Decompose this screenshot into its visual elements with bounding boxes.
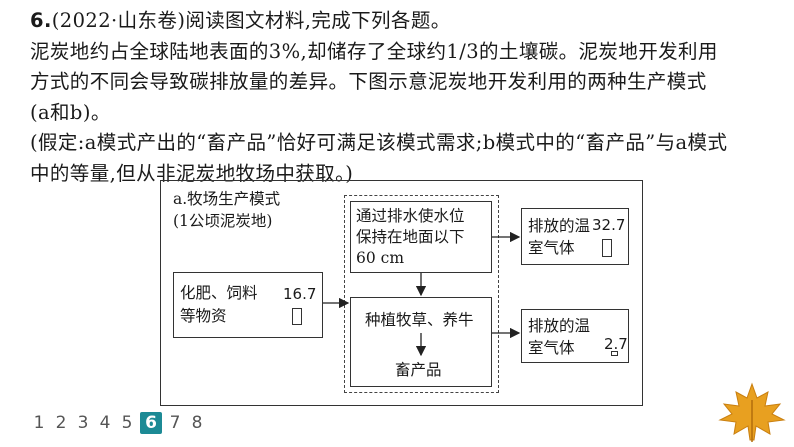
input-box-line: 化肥、饲料 [180,284,258,302]
diagram-subtitle: (1公顷泥炭地) [173,212,273,230]
drain-box-line: 通过排水使水位 [356,207,465,225]
page-link-1[interactable]: 1 [33,413,45,433]
drain-box-line: 60 cm [356,249,405,267]
question-line: (假定:a模式产出的“畜产品”恰好可满足该模式需求;b模式中的“畜产品”与a模式 [30,131,728,154]
page-link-6-active[interactable]: 6 [140,412,162,434]
page-link-8[interactable]: 8 [191,413,203,433]
farm-box-line: 种植牧草、养牛 [365,311,474,329]
emission-top-line: 室气体 [528,239,575,257]
emission-bottom-line: 排放的温 [528,317,591,335]
emission-bottom-value: 2.7 [604,335,628,353]
emission-box-bottom: 排放的温 室气体 2.7 [521,309,629,363]
diagram-title: a.牧场生产模式 [173,190,281,208]
answer-blank [611,351,618,356]
question-text: 6.(2022·山东卷)阅读图文材料,完成下列各题。 泥炭地约占全球陆地表面的3… [30,6,790,189]
question-header: 6.(2022·山东卷)阅读图文材料,完成下列各题。 [30,6,790,37]
emission-bottom-line: 室气体 [528,339,575,357]
emission-box-top: 排放的温 室气体 32.7 [521,208,629,265]
drain-box-line: 保持在地面以下 [356,228,465,246]
emission-top-line: 排放的温 [528,217,591,235]
production-mode-diagram: a.牧场生产模式 (1公顷泥炭地) 通过排水使水位 保持在地面以下 60 cm … [160,180,643,406]
input-box-line: 等物资 [180,307,227,325]
page-navigation: 1 2 3 4 5 6 7 8 [28,412,208,434]
emission-top-value: 32.7 [592,216,626,234]
input-box: 化肥、饲料 等物资 16.7 [173,272,323,338]
page-link-5[interactable]: 5 [121,413,133,433]
answer-blank [602,239,612,257]
question-source: (2022·山东卷)阅读图文材料,完成下列各题。 [51,9,451,32]
farm-box-line: 畜产品 [395,361,442,379]
page-link-7[interactable]: 7 [169,413,181,433]
drain-box: 通过排水使水位 保持在地面以下 60 cm [350,201,492,273]
farm-box: 种植牧草、养牛 畜产品 [350,297,492,387]
dashed-enclosure [344,195,499,393]
page-link-4[interactable]: 4 [99,413,111,433]
answer-blank [292,308,302,325]
flow-arrows [323,231,521,357]
question-line: 中的等量,但从非泥炭地牧场中获取。) [30,161,354,185]
question-number: 6. [30,9,52,32]
question-line: (a和b)。 [30,100,111,124]
question-line: 泥炭地约占全球陆地表面的3%,却储存了全球约1/3的土壤碳。泥炭地开发利用 [30,39,718,63]
maple-leaf-icon [718,382,786,442]
page-link-3[interactable]: 3 [77,413,89,433]
input-value: 16.7 [283,285,317,303]
page-link-2[interactable]: 2 [55,413,67,433]
question-line: 方式的不同会导致碳排放量的差异。下图示意泥炭地开发利用的两种生产模式 [30,70,707,93]
